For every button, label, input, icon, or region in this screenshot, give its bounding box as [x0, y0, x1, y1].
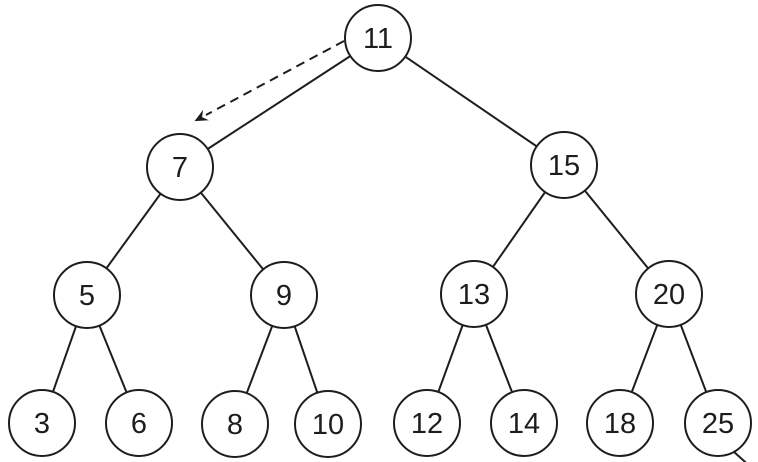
- tree-node-9: 9: [250, 261, 318, 329]
- tree-node-14: 14: [490, 389, 558, 457]
- tree-node-20: 20: [635, 260, 703, 328]
- tree-node-label: 10: [311, 408, 345, 441]
- tree-node-label: 8: [226, 408, 244, 441]
- tree-node-15: 15: [530, 131, 598, 199]
- tree-node-label: 18: [603, 407, 637, 440]
- tree-node-label: 11: [362, 22, 394, 55]
- tree-node-5: 5: [53, 261, 121, 329]
- tree-node-label: 6: [130, 407, 148, 440]
- traversal-arrow: [194, 40, 345, 122]
- tree-node-label: 5: [78, 279, 96, 312]
- tree-node-label: 9: [275, 279, 293, 312]
- tree-node-label: 25: [701, 407, 735, 440]
- tree-node-12: 12: [393, 389, 461, 457]
- tree-node-18: 18: [586, 389, 654, 457]
- tree-node-label: 20: [652, 278, 686, 311]
- tree-node-label: 13: [457, 278, 491, 311]
- tree-node-6: 6: [105, 389, 173, 457]
- tree-node-8: 8: [201, 390, 269, 458]
- clipped-edge-25: [732, 450, 747, 462]
- tree-node-label: 12: [410, 407, 444, 440]
- tree-node-10: 10: [294, 390, 362, 458]
- tree-node-label: 7: [171, 151, 189, 184]
- tree-node-11: 11: [344, 4, 412, 72]
- tree-node-7: 7: [146, 133, 214, 201]
- tree-edge-11-15: [377, 37, 565, 166]
- tree-node-label: 3: [33, 407, 51, 440]
- tree-node-25: 25: [684, 389, 752, 457]
- tree-node-label: 14: [507, 407, 541, 440]
- tree-node-13: 13: [440, 260, 508, 328]
- tree-edge-11-7: [179, 37, 379, 168]
- tree-node-label: 15: [547, 149, 581, 182]
- tree-node-3: 3: [8, 389, 76, 457]
